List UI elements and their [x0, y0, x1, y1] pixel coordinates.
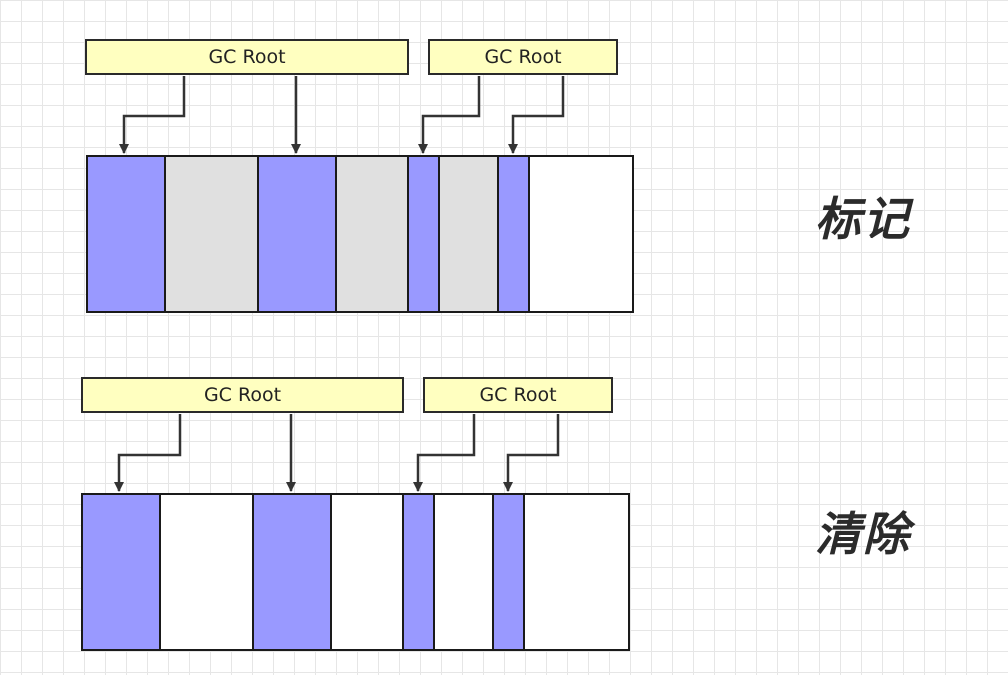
memory-cell: [440, 157, 499, 311]
reference-arrow: [508, 76, 565, 154]
reference-arrow: [114, 414, 182, 492]
phase-label-sweep: 清除: [815, 507, 911, 561]
phase-label-mark: 标记: [815, 192, 911, 246]
memory-cell: [88, 157, 166, 311]
gc-root-label-sweep-1: GC Root: [81, 377, 404, 413]
heap-memory-mark: [86, 155, 634, 313]
memory-cell: [332, 495, 404, 649]
memory-cell: [259, 157, 337, 311]
reference-arrow: [413, 414, 476, 492]
memory-cell: [83, 495, 161, 649]
gc-root-label-sweep-2: GC Root: [423, 377, 613, 413]
memory-cell: [409, 157, 440, 311]
gc-root-label-mark-2: GC Root: [428, 39, 618, 75]
reference-arrow: [503, 414, 560, 492]
memory-cell: [404, 495, 435, 649]
memory-cell: [494, 495, 525, 649]
reference-arrow: [418, 76, 481, 154]
gc-root-label-mark-1: GC Root: [85, 39, 409, 75]
reference-arrow: [119, 76, 186, 154]
memory-cell: [499, 157, 530, 311]
memory-cell: [254, 495, 332, 649]
memory-cell: [337, 157, 409, 311]
memory-cell: [166, 157, 259, 311]
heap-memory-sweep: [81, 493, 630, 651]
memory-cell: [530, 157, 632, 311]
memory-cell: [525, 495, 628, 649]
memory-cell: [161, 495, 254, 649]
memory-cell: [435, 495, 494, 649]
